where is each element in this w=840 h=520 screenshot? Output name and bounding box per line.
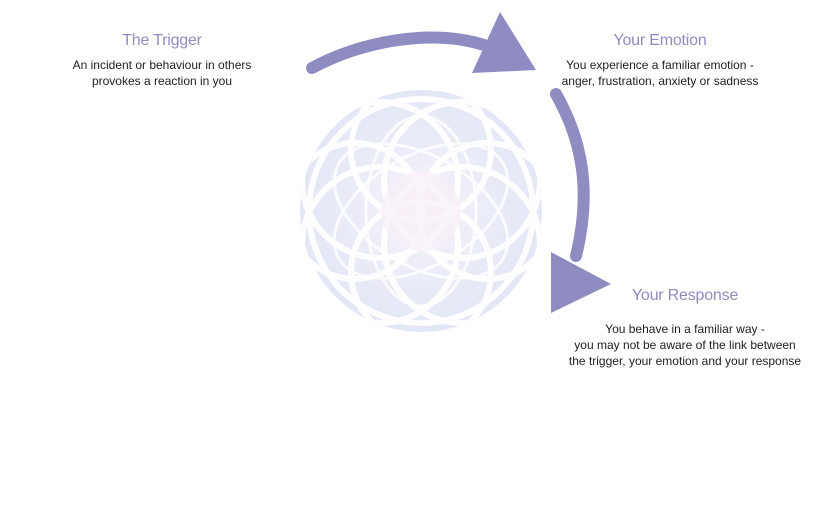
stage-desc-line: An incident or behaviour in others: [72, 58, 252, 72]
stage-desc-line: the trigger, your emotion and your respo…: [568, 354, 802, 368]
stage-desc-line: provokes a reaction in you: [91, 74, 233, 88]
stage-title-emotion: Your Emotion: [613, 32, 707, 49]
stage-desc-line: You behave in a familiar way -: [605, 322, 765, 336]
stage-title-response: Your Response: [631, 287, 739, 304]
stage-desc-line: You experience a familiar emotion -: [566, 58, 754, 72]
stage-title-trigger: The Trigger: [122, 32, 202, 49]
stage-desc-line: anger, frustration, anxiety or sadness: [561, 74, 759, 88]
stage-desc-emotion: You experience a familiar emotion - ange…: [550, 57, 770, 89]
stage-desc-trigger: An incident or behaviour in others provo…: [52, 57, 272, 89]
decorative-orb-icon: [300, 90, 542, 332]
stage-desc-response: You behave in a familiar way - you may n…: [560, 321, 810, 369]
curved-arrow-right-icon: [306, 12, 536, 74]
stage-desc-line: you may not be aware of the link between: [574, 338, 796, 352]
curved-arrow-down-icon: [550, 88, 611, 313]
